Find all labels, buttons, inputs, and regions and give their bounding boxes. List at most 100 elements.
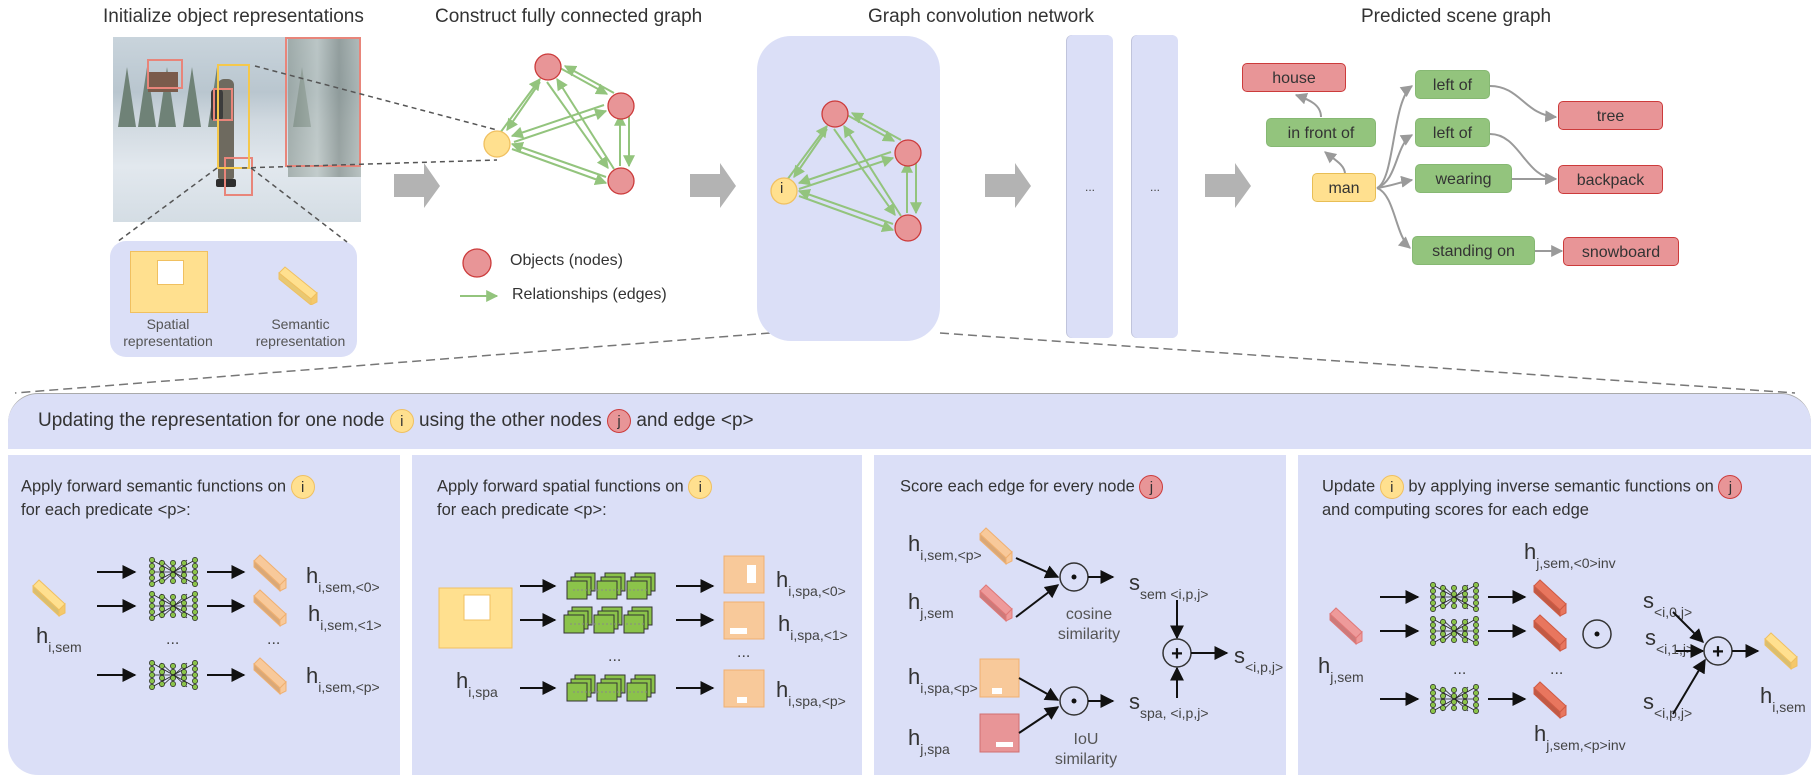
panel4-score-label: s<i,1,j> (1645, 625, 1695, 658)
zoom-lines-gcn (14, 332, 1796, 394)
panel4-score-label: s<i,0,j> (1643, 588, 1693, 621)
iou-label-1: IoU (1073, 731, 1099, 748)
panel2-ellipsis: ... (737, 644, 751, 661)
panel3-input-label: hj,spa (908, 725, 950, 758)
panel4-ellipsis: ... (1550, 661, 1564, 678)
panel1-title-line1: Apply forward semantic functions on (21, 477, 287, 496)
badge-node-j: j (1718, 475, 1743, 499)
graph-object-node (607, 92, 635, 120)
stage-arrow-4 (1205, 163, 1251, 208)
panel4-ellipsis: ... (1453, 661, 1467, 678)
bbox-backpack (213, 88, 233, 121)
semantic-label-line2: representation (255, 333, 346, 349)
panel4-title-a: Update (1322, 477, 1376, 496)
panel2-output-label: hi,spa,<0> (776, 567, 846, 600)
panel-score-edges: Score each edge for every node j hi,sem,… (874, 455, 1286, 775)
gcn-layer-3: ... (1132, 35, 1178, 338)
s-sem-label: ssem <i,p,j> (1129, 570, 1209, 603)
graph-subject-node (483, 130, 511, 158)
badge-node-i: i (688, 475, 713, 499)
bbox-man (217, 64, 250, 169)
input-image (113, 37, 361, 222)
stage-arrow-1 (394, 163, 440, 208)
cosine-label-2: similarity (1057, 626, 1121, 643)
legend-relationships-label: Relationships (edges) (512, 286, 667, 303)
graph-object-node (607, 167, 635, 195)
badge-node-i: i (389, 409, 414, 433)
panel1-output-label: hi,sem,<0> (306, 563, 380, 596)
semantic-representation-icon (278, 266, 318, 305)
panel2-output-label: hi,spa,<1> (778, 611, 848, 644)
banner-text-1: Updating the representation for one node (38, 410, 385, 432)
panel1-input-label: hi,sem (36, 623, 82, 656)
fully-connected-graph (499, 65, 635, 185)
gcn-object-node (894, 139, 922, 167)
panel4-out-top-label: hj,sem,<0>inv (1524, 539, 1616, 572)
panel4-input-label: hj,sem (1318, 653, 1364, 686)
graph-object-node (534, 53, 562, 81)
badge-node-j: j (607, 409, 632, 433)
sg-predicate-left-of-1: left of (1415, 70, 1490, 99)
panel3-input-label: hi,sem,<p> (908, 531, 982, 564)
gcn-layer-ellipsis: ... (1149, 180, 1160, 194)
panel1-ellipsis: ... (267, 631, 281, 648)
banner-text-3: and edge <p> (636, 410, 754, 432)
sg-object-snowboard: snowboard (1563, 237, 1679, 266)
spatial-label-line1: Spatial (146, 316, 190, 332)
bbox-snowboard (224, 157, 253, 196)
badge-node-i: i (1379, 475, 1404, 499)
panel2-title-line2: for each predicate <p>: (437, 501, 607, 519)
panel-forward-semantic: Apply forward semantic functions on i fo… (8, 455, 400, 775)
panel2-output-label: hi,spa,<p> (776, 677, 846, 710)
stage-arrow-3 (985, 163, 1031, 208)
sg-subject-man: man (1312, 173, 1376, 202)
panel1-ellipsis: ... (166, 631, 180, 648)
banner-text-2: using the other nodes (419, 410, 602, 432)
sg-predicate-in-front-of: in front of (1266, 118, 1376, 147)
stage-title-graph: Construct fully connected graph (435, 6, 703, 27)
gcn-graph (770, 100, 922, 242)
panel3-input-label: hi,spa,<p> (908, 664, 978, 697)
gcn-node-i-label: i (780, 180, 784, 197)
gcn-subject-node (770, 177, 798, 205)
legend-object-icon (462, 248, 492, 278)
cosine-label-1: cosine (1065, 606, 1113, 623)
panel3-title: Score each edge for every node (900, 477, 1135, 496)
gcn-object-node (821, 100, 849, 128)
representation-box: Spatial representation Semantic represen… (110, 241, 357, 357)
sg-object-backpack: backpack (1558, 165, 1663, 194)
panel4-title-b: by applying inverse semantic functions o… (1408, 477, 1714, 496)
gcn-layer-2: ... (1067, 35, 1113, 338)
panel3-input-label: hj,sem (908, 589, 954, 622)
stage-title-predicted: Predicted scene graph (1361, 6, 1552, 27)
spatial-label-line2: representation (123, 333, 213, 349)
s-spa-label: sspa, <i,p,j> (1129, 689, 1209, 722)
panel-update-node: Update i by applying inverse semantic fu… (1298, 455, 1811, 775)
semantic-label-line1: Semantic (271, 316, 330, 332)
panel4-result-label: hi,sem (1760, 683, 1806, 716)
scene-graph-edges (1294, 85, 1564, 257)
panel4-title-line2: and computing scores for each edge (1322, 501, 1589, 519)
iou-label-2: similarity (1054, 751, 1118, 768)
s-out-label: s<i,p,j> (1234, 643, 1284, 676)
sg-predicate-left-of-2: left of (1415, 118, 1490, 147)
stage-arrow-2 (690, 163, 736, 208)
panel2-ellipsis: ... (608, 648, 622, 665)
panel4-out-bottom-label: hj,sem,<p>inv (1534, 721, 1626, 754)
panel1-output-label: hi,sem,<1> (308, 601, 382, 634)
badge-node-j: j (1139, 475, 1164, 499)
sg-predicate-wearing: wearing (1415, 164, 1512, 193)
panel-forward-spatial: Apply forward spatial functions on i for… (412, 455, 862, 775)
gcn-layer-ellipsis: ... (1084, 180, 1095, 194)
panel2-title-line1: Apply forward spatial functions on (437, 477, 684, 496)
panel2-input-label: hi,spa (456, 668, 498, 701)
zoom-lines-init (116, 65, 498, 243)
sg-object-house: house (1242, 63, 1346, 92)
legend-objects-label: Objects (nodes) (510, 252, 623, 269)
spatial-representation-icon (130, 251, 208, 313)
sg-object-tree: tree (1558, 101, 1663, 130)
stage-title-init: Initialize object representations (103, 6, 364, 27)
panel1-output-label: hi,sem,<p> (306, 663, 380, 696)
stage-title-gcn: Graph convolution network (868, 6, 1095, 27)
